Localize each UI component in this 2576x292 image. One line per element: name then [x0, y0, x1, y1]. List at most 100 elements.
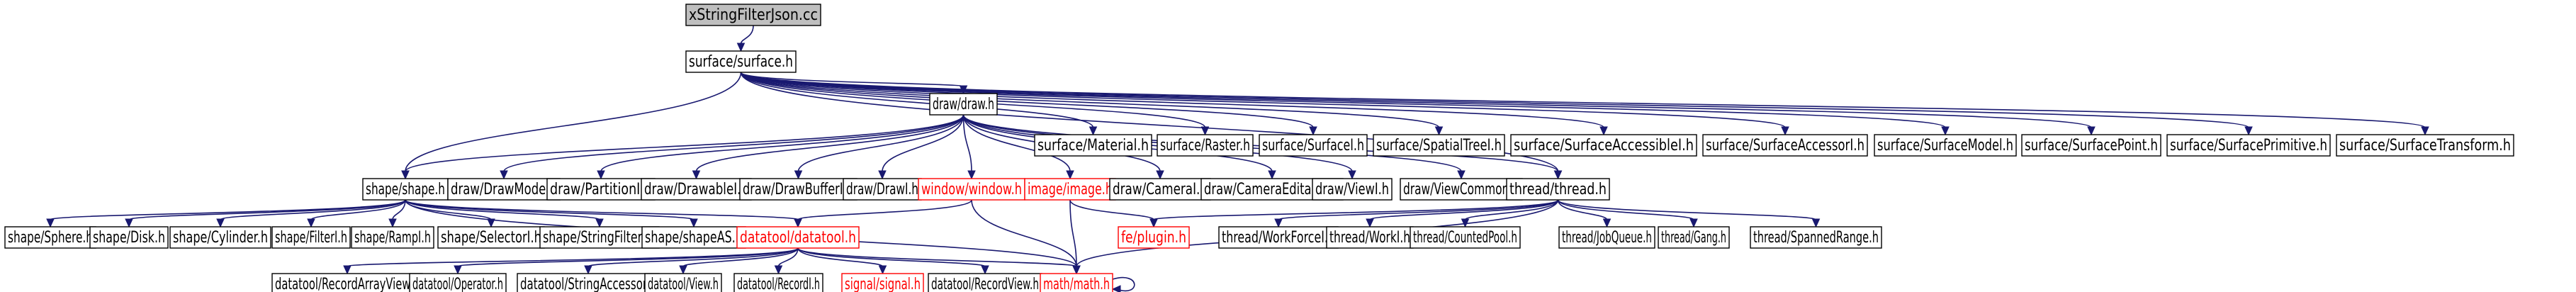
node-root[interactable]: xStringFilterJson.cc	[685, 4, 821, 26]
node-box	[1373, 134, 1505, 157]
node-thread[interactable]: thread/thread.h	[1506, 178, 1610, 201]
node-box	[271, 273, 423, 292]
node-label: window/window.h	[921, 181, 1022, 198]
node-sSurfaceI[interactable]: surface/SurfaceI.h	[1259, 134, 1368, 157]
node-label: draw/DrawMode.h	[451, 181, 557, 198]
node-box	[841, 273, 924, 292]
edge-thread-to-tJobQueue	[1557, 199, 1612, 228]
node-tGang[interactable]: thread/Gang.h	[1658, 226, 1730, 249]
node-sSpatial[interactable]: surface/SpatialTreeI.h	[1373, 134, 1505, 157]
node-sRaster[interactable]: surface/Raster.h	[1157, 134, 1254, 157]
node-label: shape/Disk.h	[93, 229, 165, 247]
node-tWorkForce[interactable]: thread/WorkForceI.h	[1218, 226, 1339, 249]
edge-shape-to-shSphere	[46, 199, 406, 228]
node-label: thread/Gang.h	[1661, 229, 1726, 247]
node-tSpanned[interactable]: thread/SpannedRange.h	[1750, 226, 1882, 249]
node-dtView[interactable]: datatool/View.h	[644, 273, 722, 292]
node-signal[interactable]: signal/signal.h	[841, 273, 924, 292]
node-label: thread/CountedPool.h	[1413, 229, 1517, 247]
node-label: surface/SurfacePrimitive.h	[2170, 137, 2327, 155]
node-label: shape/StringFilterI.h	[543, 229, 656, 247]
node-shStrFilter[interactable]: shape/StringFilterI.h	[539, 226, 660, 249]
node-sMaterial[interactable]: surface/Material.h	[1034, 134, 1152, 157]
edge-drawh-to-window	[962, 114, 976, 180]
edge-drawh-to-dDrawI	[878, 114, 964, 180]
node-shCylinder[interactable]: shape/Cylinder.h	[169, 226, 271, 249]
dependency-edges	[46, 25, 2429, 292]
node-dPartition[interactable]: draw/PartitionI.h	[546, 178, 656, 201]
node-tCounted[interactable]: thread/CountedPool.h	[1410, 226, 1521, 249]
node-label: datatool/RecordArrayView.h	[275, 276, 420, 292]
node-box	[2336, 134, 2514, 157]
node-label: thread/JobQueue.h	[1562, 229, 1652, 247]
node-tWorkI[interactable]: thread/WorkI.h	[1326, 226, 1414, 249]
node-drawh[interactable]: draw/draw.h	[929, 93, 998, 116]
node-shFilter[interactable]: shape/FilterI.h	[271, 226, 351, 249]
node-box	[843, 178, 922, 201]
node-box	[1400, 178, 1523, 201]
node-dView[interactable]: draw/ViewI.h	[1312, 178, 1393, 201]
node-box	[1157, 134, 1254, 157]
node-label: draw/DrawableI.h	[644, 181, 748, 198]
node-label: surface/SurfaceTransform.h	[2339, 137, 2511, 155]
node-sTransform[interactable]: surface/SurfaceTransform.h	[2336, 134, 2514, 157]
edge-shape-to-datatool	[405, 199, 802, 228]
node-label: shape/SelectorI.h	[441, 229, 541, 247]
node-label: thread/SpannedRange.h	[1753, 229, 1879, 247]
node-box	[1312, 178, 1393, 201]
node-datatool[interactable]: datatool/datatool.h	[736, 226, 860, 249]
node-dCamera[interactable]: draw/CameraI.h	[1109, 178, 1211, 201]
edge-drawh-to-dPartition	[597, 114, 964, 180]
node-label: draw/PartitionI.h	[550, 181, 652, 198]
node-fePlugin[interactable]: fe/plugin.h	[1118, 226, 1190, 249]
node-dViewCommon[interactable]: draw/ViewCommon.h	[1400, 178, 1523, 201]
node-shRamp[interactable]: shape/RampI.h	[351, 226, 434, 249]
node-label: shape/Sphere.h	[8, 229, 93, 247]
node-shSelector[interactable]: shape/SelectorI.h	[437, 226, 545, 249]
node-box	[1874, 134, 2017, 157]
node-sPoint[interactable]: surface/SurfacePoint.h	[2021, 134, 2161, 157]
node-dtOperator[interactable]: datatool/Operator.h	[409, 273, 507, 292]
edge-shape-to-shStrFilter	[405, 199, 604, 228]
node-shape[interactable]: shape/shape.h	[362, 178, 449, 201]
node-shSphere[interactable]: shape/Sphere.h	[4, 226, 96, 249]
node-box	[644, 273, 722, 292]
node-box	[736, 226, 860, 249]
node-label: shape/shapeAS.h	[645, 229, 743, 247]
node-math[interactable]: math/math.h	[1040, 273, 1113, 292]
node-label: draw/DrawBufferI.h	[743, 181, 854, 198]
node-dtRecArrView[interactable]: datatool/RecordArrayView.h	[271, 273, 423, 292]
edge-datatool-to-dtRecView	[797, 247, 989, 275]
node-surface[interactable]: surface/surface.h	[685, 50, 797, 73]
node-box	[1326, 226, 1414, 249]
node-tJobQueue[interactable]: thread/JobQueue.h	[1558, 226, 1655, 249]
node-image[interactable]: image/image.h	[1024, 178, 1116, 201]
node-box	[1750, 226, 1882, 249]
node-dDrawI[interactable]: draw/DrawI.h	[843, 178, 922, 201]
node-sAccessibleI[interactable]: surface/SurfaceAccessibleI.h	[1510, 134, 1697, 157]
node-dtRecView[interactable]: datatool/RecordView.h	[928, 273, 1042, 292]
node-sPrimitive[interactable]: surface/SurfacePrimitive.h	[2166, 134, 2331, 157]
node-dDrawable[interactable]: draw/DrawableI.h	[641, 178, 752, 201]
node-sModel[interactable]: surface/SurfaceModel.h	[1874, 134, 2017, 157]
node-dDrawMode[interactable]: draw/DrawMode.h	[447, 178, 561, 201]
node-dtRecordI[interactable]: datatool/RecordI.h	[733, 273, 823, 292]
node-box	[447, 178, 561, 201]
node-box	[685, 50, 797, 73]
edge-thread-to-fePlugin	[1149, 199, 1559, 228]
edge-shape-to-shCylinder	[216, 199, 406, 228]
node-box	[1506, 178, 1610, 201]
node-label: thread/thread.h	[1509, 181, 1607, 198]
node-dBuffer[interactable]: draw/DrawBufferI.h	[739, 178, 857, 201]
node-label: fe/plugin.h	[1121, 229, 1186, 247]
node-dtStrAccess[interactable]: datatool/StringAccessor.h	[517, 273, 660, 292]
node-box	[1558, 226, 1655, 249]
node-shDisk[interactable]: shape/Disk.h	[89, 226, 169, 249]
node-box	[1658, 226, 1730, 249]
edge-shape-to-shFilter	[307, 199, 406, 228]
edge-thread-to-tWorkForce	[1274, 199, 1559, 228]
node-label: shape/Cylinder.h	[173, 229, 268, 247]
node-shShapeAS[interactable]: shape/shapeAS.h	[641, 226, 746, 249]
node-window[interactable]: window/window.h	[918, 178, 1025, 201]
node-sAccessorI[interactable]: surface/SurfaceAccessorI.h	[1702, 134, 1868, 157]
